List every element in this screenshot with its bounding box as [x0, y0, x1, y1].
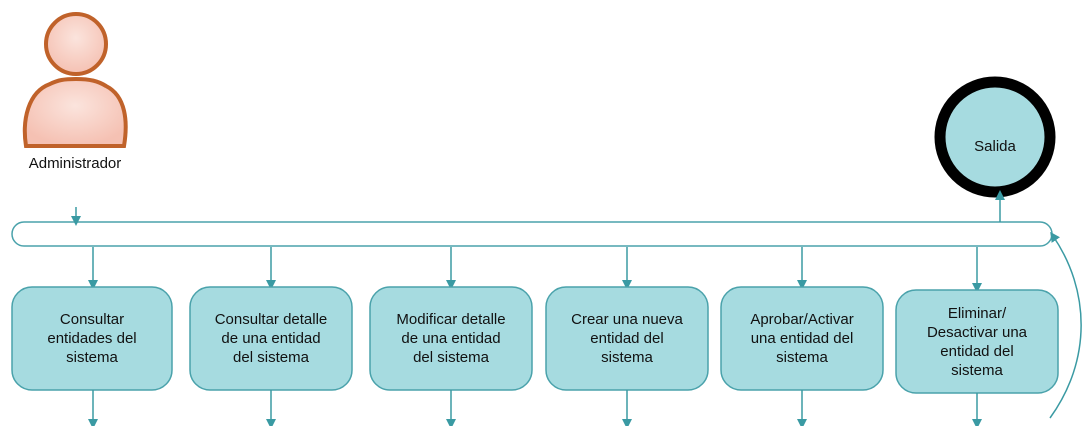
action-label-5: Aprobar/Activar una entidad del sistema — [750, 311, 854, 366]
actor-head — [44, 12, 108, 76]
action-label-4: Crear una nueva entidad del sistema — [571, 311, 683, 366]
actor-user-icon — [22, 12, 128, 148]
exit-label: Salida — [974, 138, 1016, 155]
action-label-6: Eliminar/ Desactivar una entidad del sis… — [926, 304, 1028, 379]
action-label-2: Consultar detalle de una entidad del sis… — [214, 311, 328, 366]
action-label-1: Consultar entidades del sistema — [47, 311, 137, 366]
actor-label: Administrador — [28, 155, 122, 172]
action-boxes — [11, 247, 1059, 426]
action-label-3: Modificar detalle de una entidad del sis… — [396, 311, 506, 366]
action-box-1 — [11, 286, 173, 391]
return-loop-connector — [1049, 231, 1082, 419]
actor-body — [22, 76, 128, 148]
fork-bar — [11, 221, 1053, 247]
